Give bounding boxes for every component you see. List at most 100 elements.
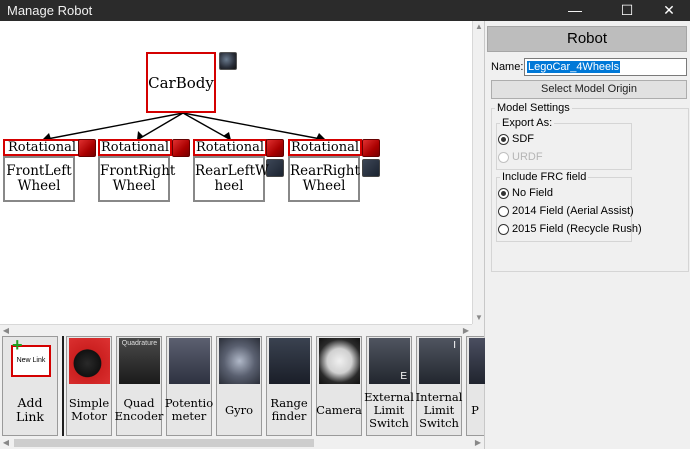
- robot-name-input[interactable]: LegoCar_4Wheels: [524, 58, 687, 76]
- export-as-group: Export As:: [496, 117, 632, 170]
- frc-no-field-option[interactable]: No Field: [498, 186, 553, 200]
- select-model-origin-button[interactable]: Select Model Origin: [491, 80, 687, 99]
- arrow-head: [316, 133, 326, 140]
- radio-selected-icon[interactable]: [498, 133, 509, 145]
- potentiometer-button[interactable]: Potentio meter: [165, 336, 213, 436]
- robot-canvas[interactable]: CarBody Rotational FrontLeft Wheel Rotat…: [0, 21, 472, 324]
- radio-unselected-icon[interactable]: [498, 223, 509, 235]
- component-label-line: finder: [271, 409, 307, 423]
- motor-icon: [69, 338, 110, 384]
- add-link-button[interactable]: New Link + Add Link: [2, 336, 58, 436]
- connector-line: [136, 112, 184, 141]
- component-label-line: Switch: [419, 415, 459, 430]
- component-label-line: Internal: [415, 389, 463, 404]
- external-limit-switch-button[interactable]: E External Limit Switch: [364, 336, 414, 436]
- gyro-button[interactable]: Gyro: [216, 336, 262, 436]
- arrow-head: [137, 131, 143, 140]
- scroll-right-icon[interactable]: ▶: [462, 326, 470, 335]
- toolbar-separator: [62, 336, 64, 436]
- limit-switch-thumb-text: E: [400, 371, 407, 382]
- child-link-label: RearLeftW: [195, 163, 269, 179]
- maximize-button[interactable]: ☐: [620, 2, 634, 18]
- motor-icon[interactable]: [172, 139, 190, 157]
- joint-label-front-left[interactable]: Rotational: [3, 139, 81, 156]
- panel-header: Robot: [487, 26, 687, 52]
- range-finder-icon[interactable]: [266, 159, 284, 177]
- wheel-icon[interactable]: [219, 52, 237, 70]
- child-link-label: Wheel: [302, 178, 346, 194]
- arrow-head: [42, 133, 51, 140]
- component-icon: [469, 338, 485, 384]
- range-finder-icon[interactable]: [362, 159, 380, 177]
- child-link-front-right-wheel[interactable]: FrontRight Wheel: [98, 156, 175, 202]
- plus-icon: +: [12, 335, 23, 355]
- model-settings-legend: Model Settings: [497, 102, 570, 114]
- component-label: Camera: [316, 385, 362, 435]
- radio-unselected-icon[interactable]: [498, 205, 509, 217]
- add-link-label: Add Link: [3, 396, 57, 424]
- canvas-vertical-scrollbar[interactable]: ▲ ▼: [472, 21, 484, 324]
- quad-encoder-button[interactable]: Quadrature Quad Encoder: [114, 336, 164, 436]
- potentiometer-icon: [169, 338, 210, 384]
- simple-motor-button[interactable]: Simple Motor: [66, 336, 112, 436]
- frc-option-label: 2015 Field (Recycle Rush): [512, 223, 642, 235]
- connector-line: [182, 112, 327, 141]
- joint-label-front-right[interactable]: Rotational: [98, 139, 172, 156]
- root-link-carbody[interactable]: CarBody: [146, 52, 216, 113]
- window-title: Manage Robot: [7, 3, 93, 18]
- component-label-line: Simple: [68, 396, 110, 410]
- joint-label-rear-right[interactable]: Rotational: [288, 139, 362, 156]
- frc-2014-field-option[interactable]: 2014 Field (Aerial Assist): [498, 204, 634, 218]
- child-link-label: Wheel: [17, 178, 61, 194]
- add-link-label-line: Link: [16, 409, 44, 424]
- component-label: P: [467, 385, 483, 435]
- component-label-line: Encoder: [114, 409, 164, 423]
- child-link-rear-left-wheel[interactable]: RearLeftW heel: [193, 156, 269, 202]
- scroll-left-icon[interactable]: ◀: [2, 326, 10, 335]
- root-link-label: CarBody: [148, 74, 214, 92]
- component-label-line: Quad: [123, 396, 155, 410]
- connector-line: [182, 112, 232, 141]
- internal-limit-switch-button[interactable]: I Internal Limit Switch: [416, 336, 462, 436]
- frc-option-label: No Field: [512, 187, 553, 199]
- component-label: Quad Encoder: [114, 385, 164, 435]
- component-label-line: External: [364, 389, 414, 404]
- partial-component-button[interactable]: P: [466, 336, 485, 436]
- limit-switch-icon: E: [369, 338, 410, 384]
- component-label-line: Limit: [373, 402, 405, 417]
- camera-icon: [319, 338, 360, 384]
- component-toolbar: New Link + Add Link Simple Motor Quadrat…: [0, 336, 485, 449]
- scroll-left-icon[interactable]: ◀: [2, 438, 10, 447]
- motor-icon[interactable]: [362, 139, 380, 157]
- export-sdf-option[interactable]: SDF: [498, 132, 534, 146]
- scroll-down-icon[interactable]: ▼: [475, 313, 483, 322]
- camera-button[interactable]: Camera: [316, 336, 362, 436]
- close-button[interactable]: ✕: [663, 2, 675, 18]
- child-link-rear-right-wheel[interactable]: RearRight Wheel: [288, 156, 360, 202]
- component-label: Range finder: [267, 385, 311, 435]
- minimize-button[interactable]: —: [568, 2, 582, 18]
- scroll-right-icon[interactable]: ▶: [474, 438, 482, 447]
- motor-icon[interactable]: [266, 139, 284, 157]
- frc-2015-field-option[interactable]: 2015 Field (Recycle Rush): [498, 222, 642, 236]
- encoder-thumb-text: Quadrature: [121, 340, 158, 347]
- component-label-line: Limit: [423, 402, 455, 417]
- child-link-label: Wheel: [112, 178, 156, 194]
- child-link-front-left-wheel[interactable]: FrontLeft Wheel: [3, 156, 75, 202]
- joint-label-rear-left[interactable]: Rotational: [193, 139, 267, 156]
- component-label: Simple Motor: [67, 385, 111, 435]
- component-label-line: P: [471, 402, 479, 417]
- range-finder-icon: [269, 338, 310, 384]
- frc-field-group: Include FRC field: [496, 171, 632, 242]
- frc-option-label: 2014 Field (Aerial Assist): [512, 205, 634, 217]
- robot-name-value: LegoCar_4Wheels: [527, 61, 621, 73]
- scroll-up-icon[interactable]: ▲: [475, 22, 483, 31]
- motor-icon[interactable]: [78, 139, 96, 157]
- scrollbar-thumb[interactable]: [14, 439, 314, 447]
- component-label: External Limit Switch: [364, 385, 414, 435]
- range-finder-button[interactable]: Range finder: [266, 336, 312, 436]
- toolbar-horizontal-scrollbar[interactable]: ◀ ▶: [0, 437, 484, 449]
- radio-selected-icon[interactable]: [498, 187, 509, 199]
- export-urdf-label: URDF: [512, 151, 543, 163]
- canvas-horizontal-scrollbar[interactable]: ◀ ▶: [0, 324, 472, 336]
